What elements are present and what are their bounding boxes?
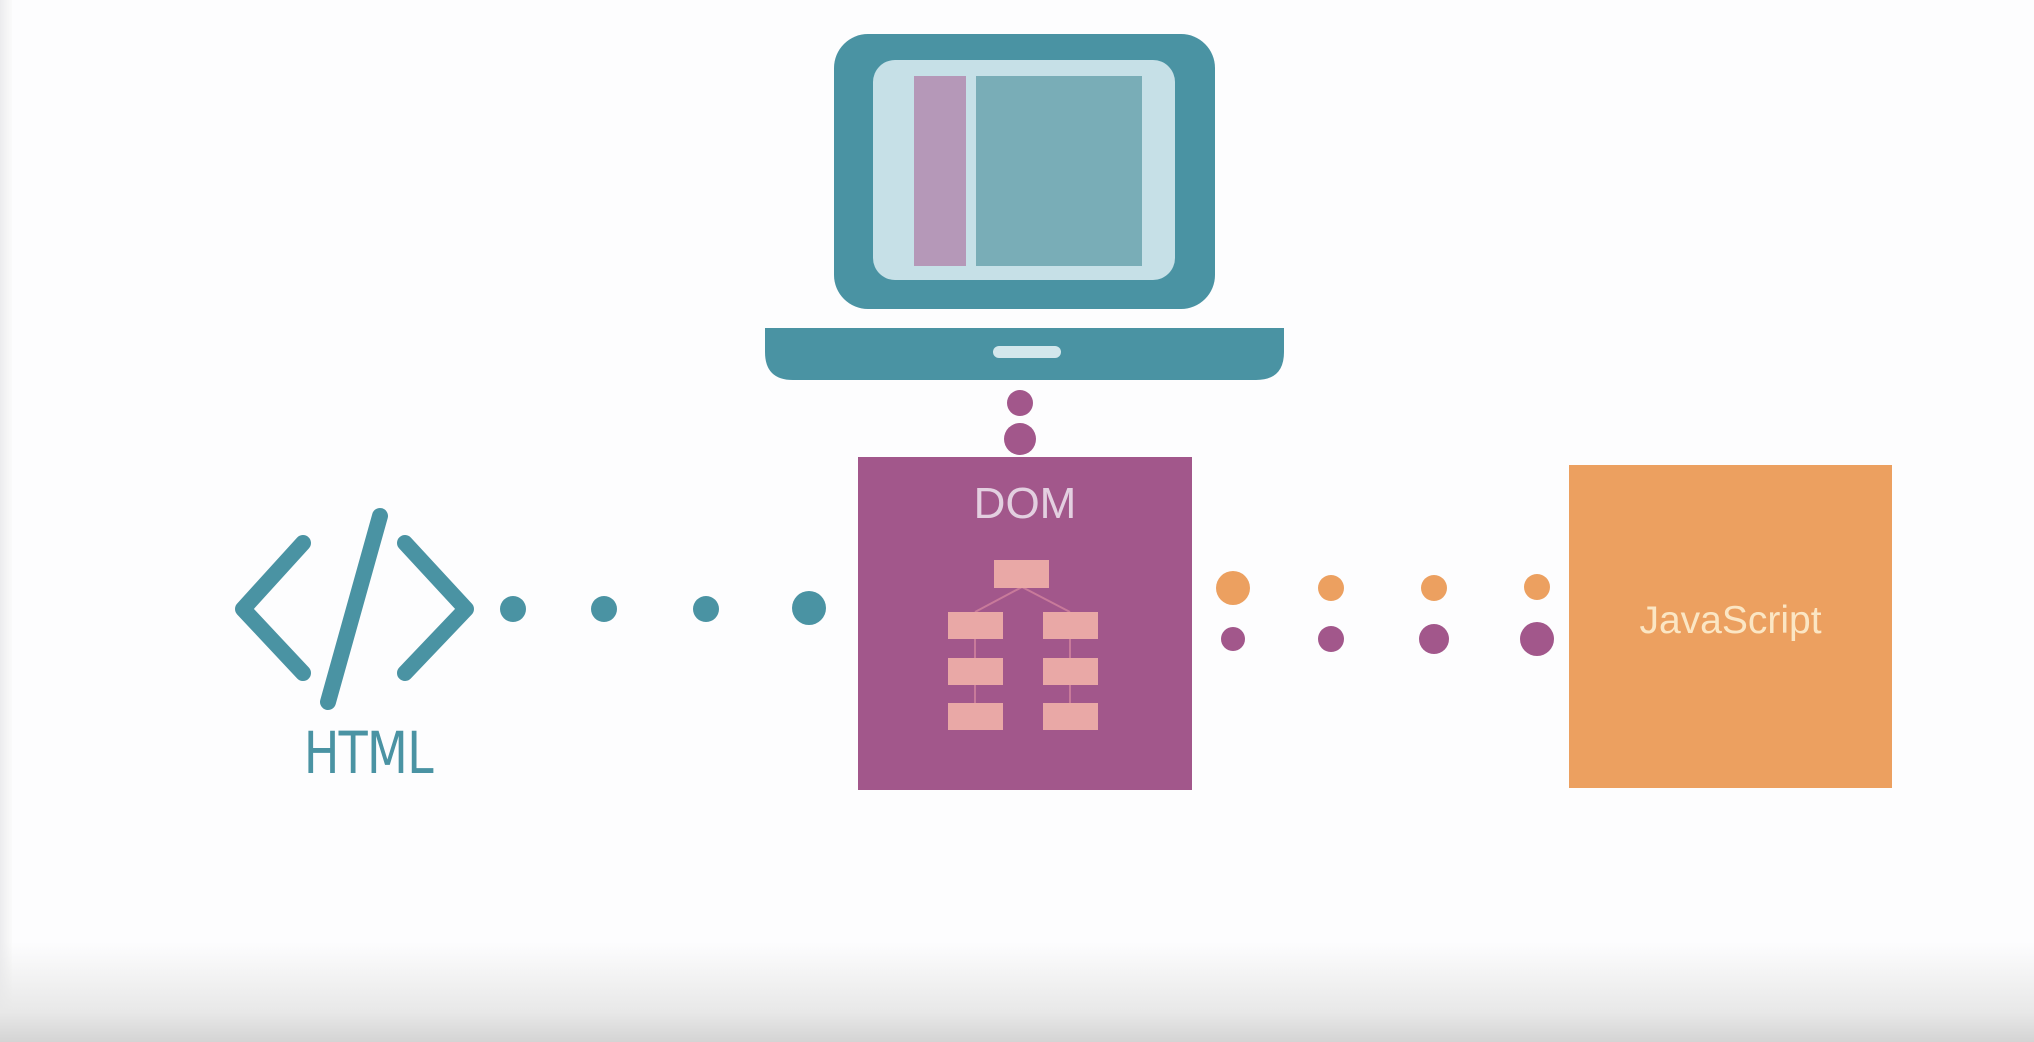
dom-tree-icon: [948, 560, 1098, 730]
connector-dot-purple: [1221, 627, 1245, 651]
dom-js-connector: [1216, 571, 1554, 656]
connector-dot-orange: [1216, 571, 1250, 605]
javascript-label: JavaScript: [1639, 599, 1822, 642]
laptop-icon: [765, 34, 1284, 380]
tree-node: [1043, 703, 1098, 730]
html-label: HTML: [303, 719, 434, 787]
tree-node: [994, 560, 1049, 588]
connector-dot-purple: [1419, 624, 1449, 654]
connector-dot-purple: [1520, 622, 1554, 656]
dom-box: [858, 457, 1192, 790]
laptop-trackpad-notch: [993, 346, 1061, 358]
screen-panel: [976, 76, 1142, 266]
connector-dot-orange: [1318, 575, 1344, 601]
code-brackets-icon: [235, 508, 474, 710]
connector-dot: [591, 596, 617, 622]
dom-label: DOM: [973, 479, 1077, 528]
left-edge-shadow: [0, 0, 12, 1042]
connector-dot-orange: [1421, 575, 1447, 601]
html-dom-connector: [500, 591, 826, 625]
bottom-fade: [0, 942, 2034, 1042]
connector-dot: [1007, 390, 1033, 416]
laptop-dom-connector: [1004, 390, 1036, 455]
tree-node: [948, 703, 1003, 730]
tree-node: [1043, 612, 1098, 639]
connector-dot-orange: [1524, 574, 1550, 600]
connector-dot-purple: [1318, 626, 1344, 652]
tree-node: [948, 612, 1003, 639]
tree-node: [1043, 658, 1098, 685]
connector-dot: [500, 596, 526, 622]
connector-dot: [1004, 423, 1036, 455]
screen-sidebar: [914, 76, 966, 266]
connector-dot: [693, 596, 719, 622]
javascript-box: [1569, 465, 1892, 788]
connector-dot: [792, 591, 826, 625]
tree-node: [948, 658, 1003, 685]
